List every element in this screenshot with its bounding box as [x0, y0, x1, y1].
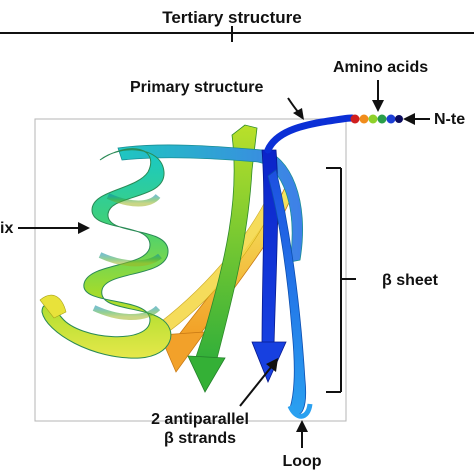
alpha-helix-arrow: [18, 222, 90, 234]
antiparallel-strands-arrow: [239, 358, 278, 407]
cyan-loop-band: [117, 144, 304, 263]
bead-navy: [395, 115, 403, 123]
loop-label: Loop: [282, 453, 321, 470]
primary-structure-label: Primary structure: [130, 79, 263, 96]
n-terminus-arrow: [403, 113, 430, 125]
structure-frame: [34, 118, 347, 422]
alpha-helix: [39, 148, 172, 359]
amino-acid-beads: [350, 114, 403, 124]
beta-sheet-label: β sheet: [382, 272, 439, 289]
amino-acids-arrow: [372, 80, 384, 112]
antiparallel-strands-label-line1: 2 antiparallel: [151, 411, 249, 428]
tertiary-structure-bracket: [0, 26, 474, 42]
antiparallel-strands-label-line2: β strands: [164, 430, 236, 447]
tertiary-structure-title: Tertiary structure: [162, 8, 302, 27]
beta-strand-azure: [267, 169, 313, 419]
loop-arrow: [296, 420, 308, 448]
alpha-helix-label: ix: [0, 220, 13, 237]
n-terminus-label: N-te: [434, 111, 465, 128]
amino-acids-label: Amino acids: [333, 59, 428, 76]
bead-yellow-green: [368, 114, 378, 124]
protein-ribbon: [39, 114, 356, 419]
bead-green: [377, 114, 387, 124]
beta-strand-green: [187, 124, 258, 393]
bead-orange: [359, 114, 369, 124]
beta-sheet-bracket: [326, 167, 356, 393]
n-terminal-tail: [264, 114, 356, 154]
bead-blue: [386, 114, 396, 124]
primary-structure-arrow: [287, 97, 304, 120]
beta-strand-blue: [251, 149, 287, 384]
bead-red: [350, 114, 360, 124]
